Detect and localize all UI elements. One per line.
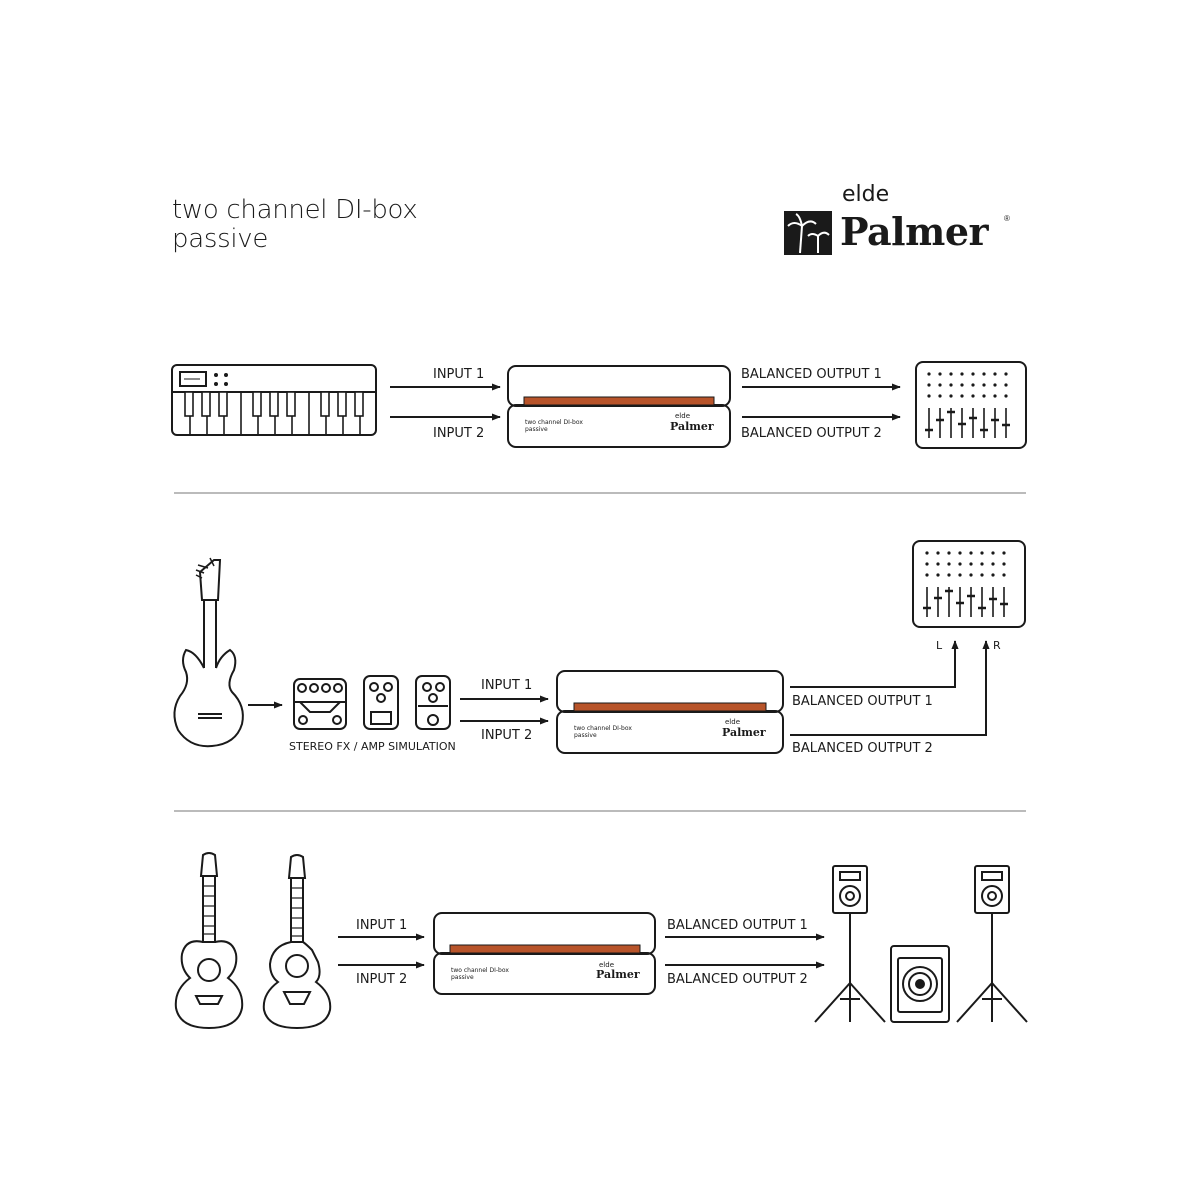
input-1-label: INPUT 1	[481, 678, 533, 693]
output-2-label: BALANCED OUTPUT 2	[741, 426, 882, 441]
brand-elde: elde	[842, 182, 890, 207]
di-box	[433, 912, 656, 995]
acoustic-guitar-icon	[174, 852, 244, 1030]
device-label-line-2: passive	[525, 426, 548, 433]
effects-pedal-icon	[415, 675, 451, 730]
title-line-1: two channel DI-box	[172, 195, 418, 225]
device-brand-palmer: Palmer	[722, 726, 766, 739]
brand-palmer: Palmer	[840, 209, 989, 254]
subwoofer-icon	[890, 945, 950, 1023]
device-label-line-2: passive	[574, 732, 597, 739]
input-1-label: INPUT 1	[356, 918, 408, 933]
di-box	[556, 670, 784, 754]
device-label-line-2: passive	[451, 974, 474, 981]
page-title: two channel DI-box passive	[172, 195, 418, 254]
output-1-arrow	[790, 640, 959, 688]
device-label: two channel DI-box passive	[525, 419, 583, 433]
output-2-arrow	[790, 640, 990, 736]
output-1-label: BALANCED OUTPUT 1	[741, 367, 882, 382]
input-2-label: INPUT 2	[356, 972, 408, 987]
mixer-icon	[915, 361, 1027, 449]
device-label-line-1: two channel DI-box	[525, 419, 583, 426]
effects-pedal-icon	[293, 678, 347, 730]
di-box	[507, 365, 731, 448]
device-label-line-1: two channel DI-box	[574, 725, 632, 732]
output-2-label: BALANCED OUTPUT 2	[792, 741, 933, 756]
title-line-2: passive	[172, 224, 269, 254]
device-label: two channel DI-box passive	[451, 967, 509, 981]
device-brand-palmer: Palmer	[596, 968, 640, 981]
speaker-on-stand-icon	[814, 865, 886, 1023]
device-label-line-1: two channel DI-box	[451, 967, 509, 974]
left-channel-label: L	[936, 639, 943, 652]
device-brand-elde: elde	[725, 718, 741, 726]
device-brand-palmer: Palmer	[670, 420, 714, 433]
output-1-label: BALANCED OUTPUT 1	[667, 918, 808, 933]
electric-guitar-icon	[173, 557, 244, 748]
input-2-label: INPUT 2	[481, 728, 533, 743]
mixer-icon	[912, 540, 1026, 628]
output-1-label: BALANCED OUTPUT 1	[792, 694, 933, 709]
input-2-label: INPUT 2	[433, 426, 485, 441]
device-brand-elde: elde	[675, 412, 691, 420]
device-brand-elde: elde	[599, 961, 615, 969]
brand-registered: ®	[1004, 214, 1010, 223]
speaker-on-stand-icon	[956, 865, 1028, 1023]
fx-label: STEREO FX / AMP SIMULATION	[289, 740, 456, 753]
acoustic-guitar-icon	[262, 854, 332, 1030]
keyboard-icon	[171, 364, 377, 436]
device-label: two channel DI-box passive	[574, 725, 632, 739]
right-channel-label: R	[993, 639, 1001, 652]
input-1-label: INPUT 1	[433, 367, 485, 382]
output-2-label: BALANCED OUTPUT 2	[667, 972, 808, 987]
palm-tree-icon	[784, 211, 832, 255]
effects-pedal-icon	[363, 675, 399, 730]
